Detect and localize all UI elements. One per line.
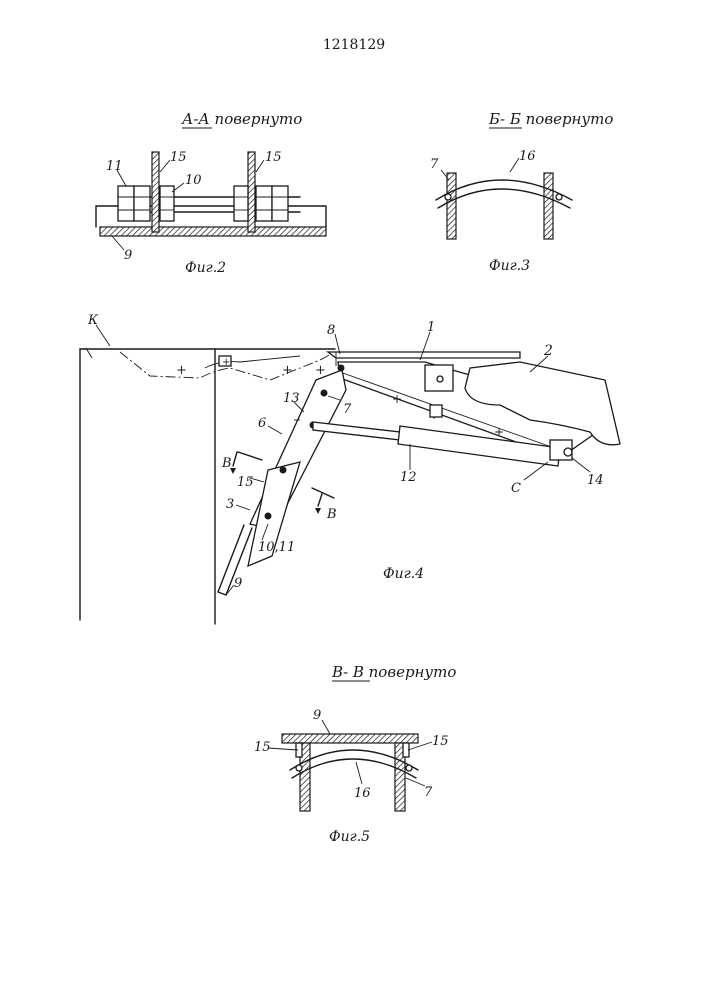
fig2-label-15a: 15 [170,150,187,165]
svg-text:+: + [176,363,187,378]
fig5-caption: Фиг.5 [329,829,370,845]
fig5-label-15-left: 15 [254,740,271,755]
fig2-label-10: 10 [185,173,202,188]
fig2-section-title: А-А повернуто [181,110,302,128]
fig4-section-marker-B-right [312,488,334,498]
fig4-rod-12 [313,422,400,440]
fig3-caption: Фиг.3 [489,258,530,274]
patent-number: 1218129 [323,37,385,53]
fig4-caption: Фиг.4 [383,566,424,582]
fig2-label-9: 9 [124,248,132,263]
fig4-label-14: 14 [587,473,604,488]
fig5-section-title: В- В повернуто [331,663,456,681]
fig4-label-15: 15 [237,475,254,490]
fig2-rib-left [152,152,159,232]
fig4-label-8: 8 [327,323,335,338]
fig2-caption: Фиг.2 [185,260,226,276]
fig4-label-12: 12 [400,470,417,485]
fig4-label-B-right: В [326,507,337,522]
fig4-label-1: 1 [427,320,435,335]
fig2-group: А-А повернуто 11 15 1 [96,110,326,276]
fig5-label-16: 16 [354,786,371,801]
fig4-label-7: 7 [343,402,352,417]
fig2-plate-9 [100,227,326,236]
fig2-rib-right [248,152,255,232]
fig4-label-9: 9 [234,576,242,591]
fig4-label-6: 6 [258,416,266,431]
fig2-label-11: 11 [106,159,123,174]
fig4-label-13: 13 [283,391,300,406]
fig4-label-B-left: В [221,456,232,471]
fig5-group: В- В повернуто 9 15 15 16 7 Фиг.5 [254,663,456,845]
fig3-section-title: Б- Б повернуто [488,110,613,128]
svg-text:+: + [282,363,293,378]
fig4-label-3: 3 [226,497,234,512]
fig2-nut-11a [118,186,134,221]
fig3-stand-7-right [544,173,553,239]
fig2-label-15b: 15 [265,150,282,165]
fig4-top-plate-1 [328,352,520,358]
fig5-plate-9 [282,734,418,743]
fig3-label-7: 7 [430,157,439,172]
fig2-nut-11b [234,186,248,221]
svg-text:+: + [494,425,504,439]
fig4-label-C: С [511,481,521,496]
fig5-label-9: 9 [313,708,321,723]
fig4-pin-14 [564,448,572,456]
svg-text:+: + [315,363,326,378]
fig3-group: Б- Б повернуто 7 16 Фиг.3 [430,110,613,274]
svg-text:+: + [222,357,230,368]
fig4-section-marker-B-left [238,452,262,460]
svg-text:+: + [392,392,402,406]
fig5-label-15-right: 15 [432,734,449,749]
fig4-label-2: 2 [543,343,553,359]
fig3-label-16: 16 [519,149,536,164]
fig4-label-K: К [87,313,99,328]
fig3-stand-7-left [447,173,456,239]
fig4-group: К + + + + + + + [80,313,620,624]
fig4-label-10-11: 10,11 [258,540,295,555]
fig5-label-7: 7 [424,785,433,800]
